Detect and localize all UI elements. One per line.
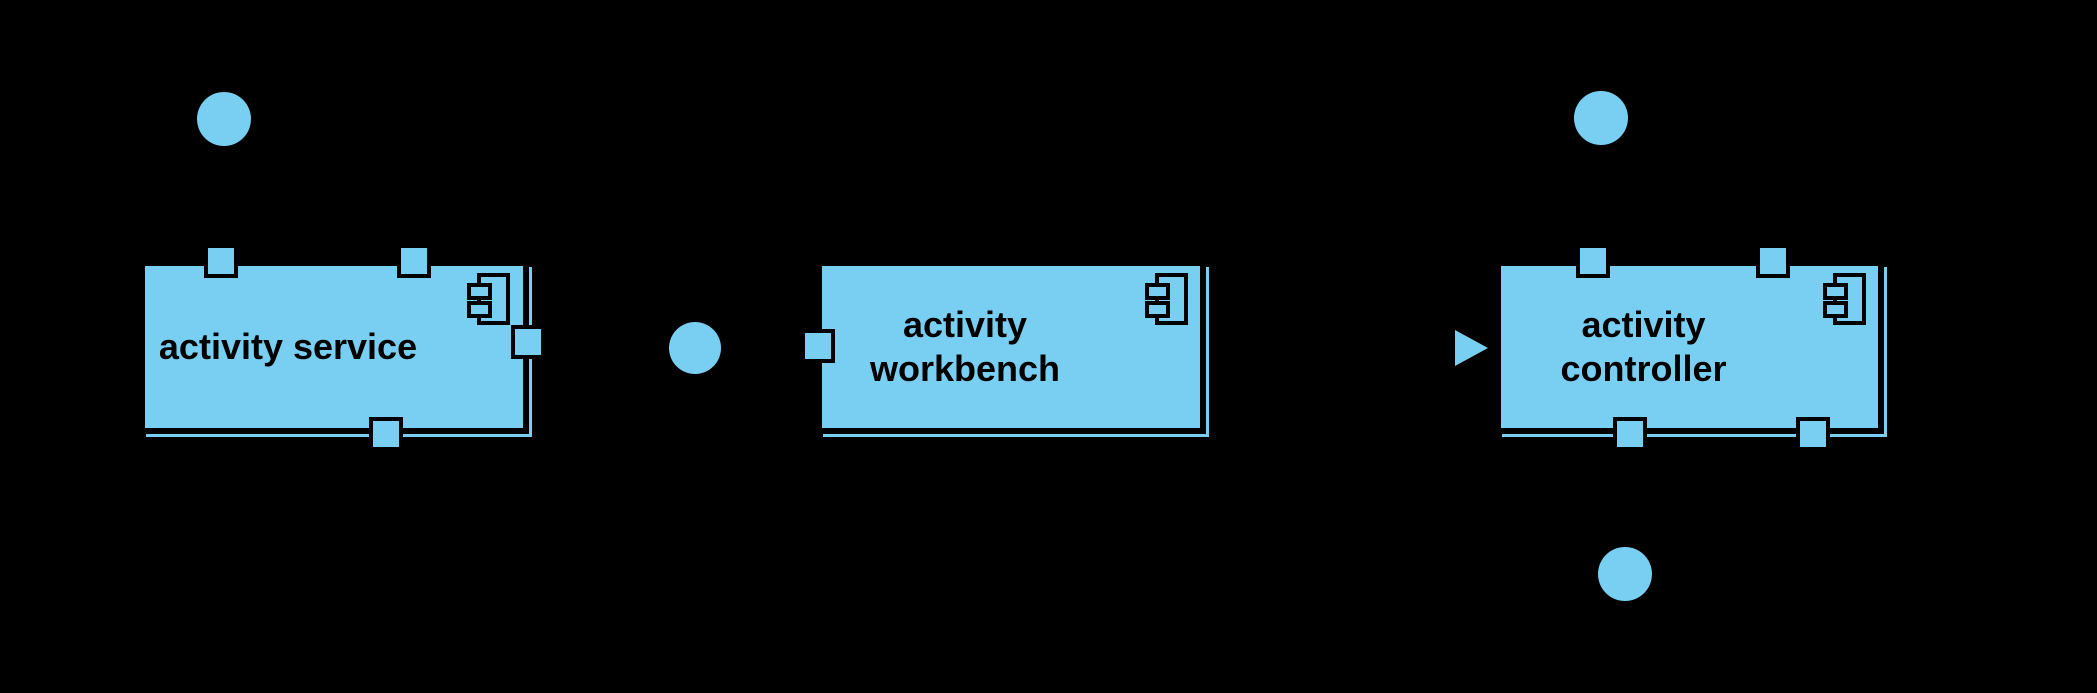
component-activity-controller[interactable]: activity controller bbox=[1497, 262, 1882, 432]
port-controller-bottom-right[interactable] bbox=[1796, 417, 1830, 451]
port-service-bottom[interactable] bbox=[369, 417, 403, 451]
provided-interface-ball-middle[interactable] bbox=[669, 322, 721, 374]
component-label: activity workbench bbox=[869, 304, 1061, 389]
port-service-top-right[interactable] bbox=[397, 244, 431, 278]
uml-component-icon bbox=[467, 273, 510, 325]
port-controller-bottom-left[interactable] bbox=[1613, 417, 1647, 451]
uml-component-icon bbox=[1145, 273, 1188, 325]
provided-interface-ball-bottom-right[interactable] bbox=[1598, 547, 1652, 601]
provided-interface-ball-top-left[interactable] bbox=[197, 92, 251, 146]
port-controller-top-left[interactable] bbox=[1576, 244, 1610, 278]
component-activity-workbench[interactable]: activity workbench bbox=[818, 262, 1204, 432]
provided-interface-ball-top-right[interactable] bbox=[1574, 91, 1628, 145]
component-label: activity controller bbox=[1560, 304, 1727, 389]
component-shadow-outline bbox=[823, 267, 1209, 437]
right-arrowhead-icon[interactable] bbox=[1455, 330, 1489, 366]
component-label: activity service bbox=[158, 326, 418, 367]
component-activity-service[interactable]: activity service bbox=[141, 262, 527, 432]
uml-component-icon bbox=[1823, 273, 1866, 325]
port-workbench-left[interactable] bbox=[801, 329, 835, 363]
component-shadow-outline bbox=[1502, 267, 1887, 437]
port-service-top-left[interactable] bbox=[204, 244, 238, 278]
port-controller-top-right[interactable] bbox=[1756, 244, 1790, 278]
port-service-right[interactable] bbox=[511, 325, 545, 359]
